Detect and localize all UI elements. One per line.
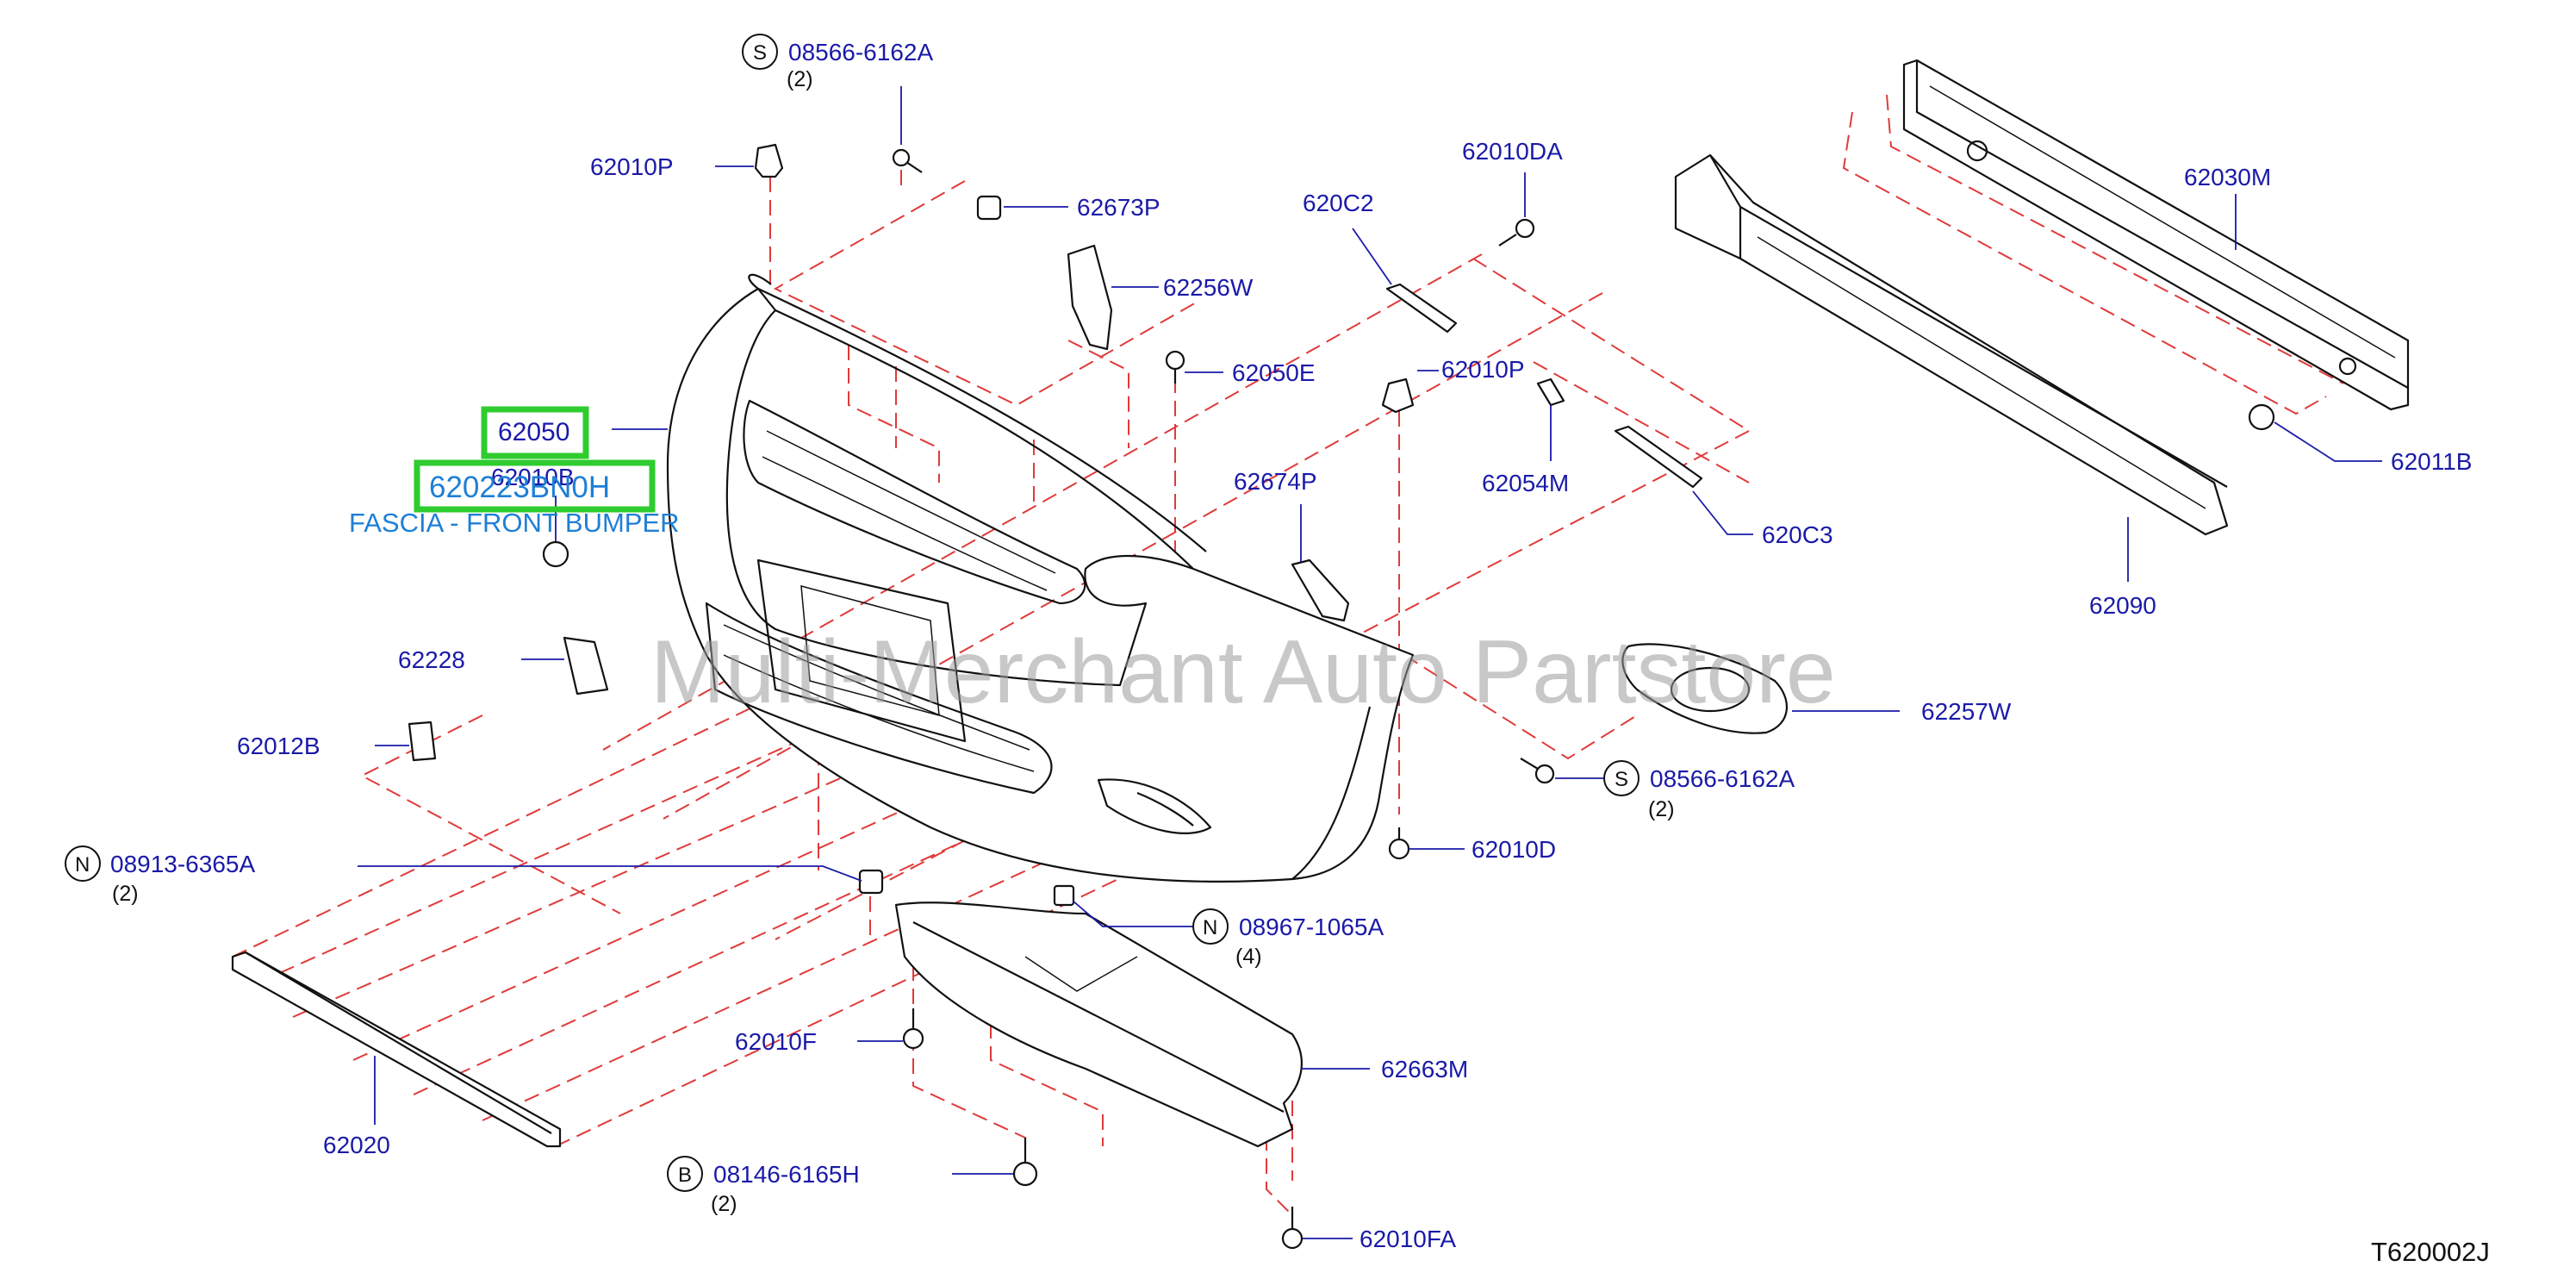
- callout-62256w[interactable]: 62256W: [1163, 274, 1254, 301]
- badge-letter: B: [678, 1164, 692, 1187]
- callout-text: 08566-6162A: [788, 39, 933, 66]
- callout-620c3[interactable]: 620C3: [1762, 521, 1833, 548]
- highlight-callout-text: 62050: [498, 418, 569, 446]
- badge-circle: [667, 1156, 703, 1192]
- callout-62010da[interactable]: 62010DA: [1462, 138, 1563, 165]
- badge-letter: S: [753, 41, 767, 65]
- badge-circle: [742, 34, 778, 70]
- callout-62010fa[interactable]: 62010FA: [1360, 1226, 1456, 1252]
- callout-qty: (4): [1235, 945, 1262, 969]
- highlighted-part[interactable]: 62050 620223BN0H FASCIA - FRONT BUMPER: [349, 406, 680, 538]
- callout-62674p[interactable]: 62674P: [1234, 468, 1317, 495]
- highlight-description: FASCIA - FRONT BUMPER: [349, 508, 680, 538]
- badge-letter: S: [1615, 768, 1628, 791]
- callout-text: 08566-6162A: [1650, 765, 1795, 792]
- badge-circle: [1192, 908, 1229, 945]
- badge-circle: [1603, 760, 1640, 796]
- badge-letter: N: [75, 853, 90, 877]
- callout-qty: (2): [112, 882, 139, 906]
- badge-letter: N: [1203, 916, 1217, 939]
- callout-62050e[interactable]: 62050E: [1232, 359, 1316, 386]
- callout-62673p[interactable]: 62673P: [1077, 194, 1160, 221]
- callout-62012b[interactable]: 62012B: [237, 733, 320, 759]
- diagram-id: T620002J: [2371, 1237, 2490, 1267]
- callout-08146-6165h[interactable]: B 08146-6165H (2): [667, 1156, 860, 1216]
- callout-62030m[interactable]: 62030M: [2184, 164, 2271, 190]
- badge-circle: [65, 845, 101, 882]
- callout-62010d[interactable]: 62010D: [1472, 836, 1556, 863]
- callout-62054m[interactable]: 62054M: [1482, 470, 1569, 496]
- callout-08967-1065a[interactable]: N 08967-1065A (4): [1192, 908, 1384, 969]
- callout-62090[interactable]: 62090: [2089, 592, 2156, 619]
- callout-text: 08967-1065A: [1239, 914, 1384, 940]
- engine-under-cover-drawing: [894, 902, 1303, 1148]
- hardware-fasteners: [408, 143, 2275, 1250]
- callout-qty: (2): [1648, 797, 1675, 821]
- lower-grille-strip-drawing: [231, 951, 562, 1148]
- fog-lamp-finisher-drawing: [1621, 643, 1788, 734]
- highlight-part-number: 620223BN0H: [429, 471, 610, 504]
- callout-62663m[interactable]: 62663M: [1381, 1056, 1468, 1082]
- callout-62257w[interactable]: 62257W: [1921, 698, 2012, 725]
- callout-qty: (2): [711, 1192, 737, 1216]
- callout-08566-6162a-top[interactable]: S 08566-6162A (2): [742, 34, 933, 91]
- callout-62010f[interactable]: 62010F: [735, 1028, 817, 1055]
- callout-62011b[interactable]: 62011B: [2391, 448, 2472, 475]
- bumper-absorber-drawing: [1674, 153, 2229, 536]
- callout-text: 08913-6365A: [110, 851, 255, 877]
- callout-qty: (2): [787, 67, 813, 91]
- highlight-callout-box: [481, 406, 589, 459]
- callout-08566-6162a-lower[interactable]: S 08566-6162A (2): [1603, 760, 1795, 821]
- callout-leader-lines: [358, 86, 2382, 1239]
- callout-labels: S 08566-6162A (2) 62010P 62673P 62256W 6…: [65, 34, 2472, 1252]
- callout-620c2[interactable]: 620C2: [1303, 190, 1374, 216]
- callout-62020[interactable]: 62020: [323, 1132, 390, 1158]
- front-bumper-fascia-drawing: [666, 273, 1415, 883]
- highlight-part-number-box: [414, 459, 656, 513]
- callout-62010b[interactable]: 62010B: [491, 464, 575, 490]
- watermark-text: Multi-Merchant Auto Partstore: [650, 622, 1836, 722]
- callout-08913-6365a[interactable]: N 08913-6365A (2): [65, 845, 255, 906]
- bumper-reinforcement-drawing: [1902, 59, 2410, 411]
- callout-62010p-right[interactable]: 62010P: [1441, 356, 1525, 383]
- callout-62010p-top[interactable]: 62010P: [590, 153, 674, 180]
- callout-62228[interactable]: 62228: [398, 646, 465, 673]
- callout-text: 08146-6165H: [713, 1161, 860, 1188]
